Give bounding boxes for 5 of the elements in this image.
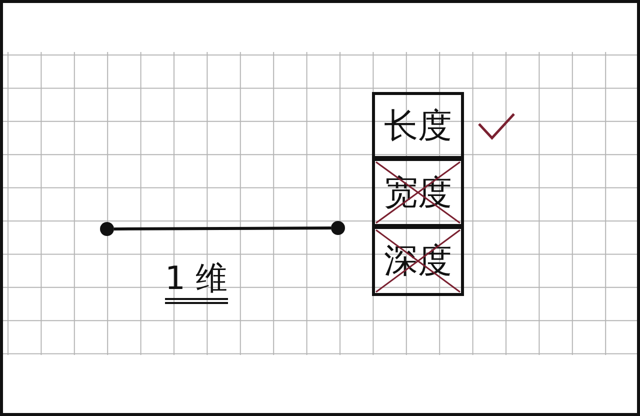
table-cell: 长度: [372, 92, 464, 159]
point-dot: [100, 222, 114, 236]
line-segment: [114, 226, 331, 230]
dimension-label: 1 维: [165, 258, 228, 304]
point-dot: [331, 221, 345, 235]
